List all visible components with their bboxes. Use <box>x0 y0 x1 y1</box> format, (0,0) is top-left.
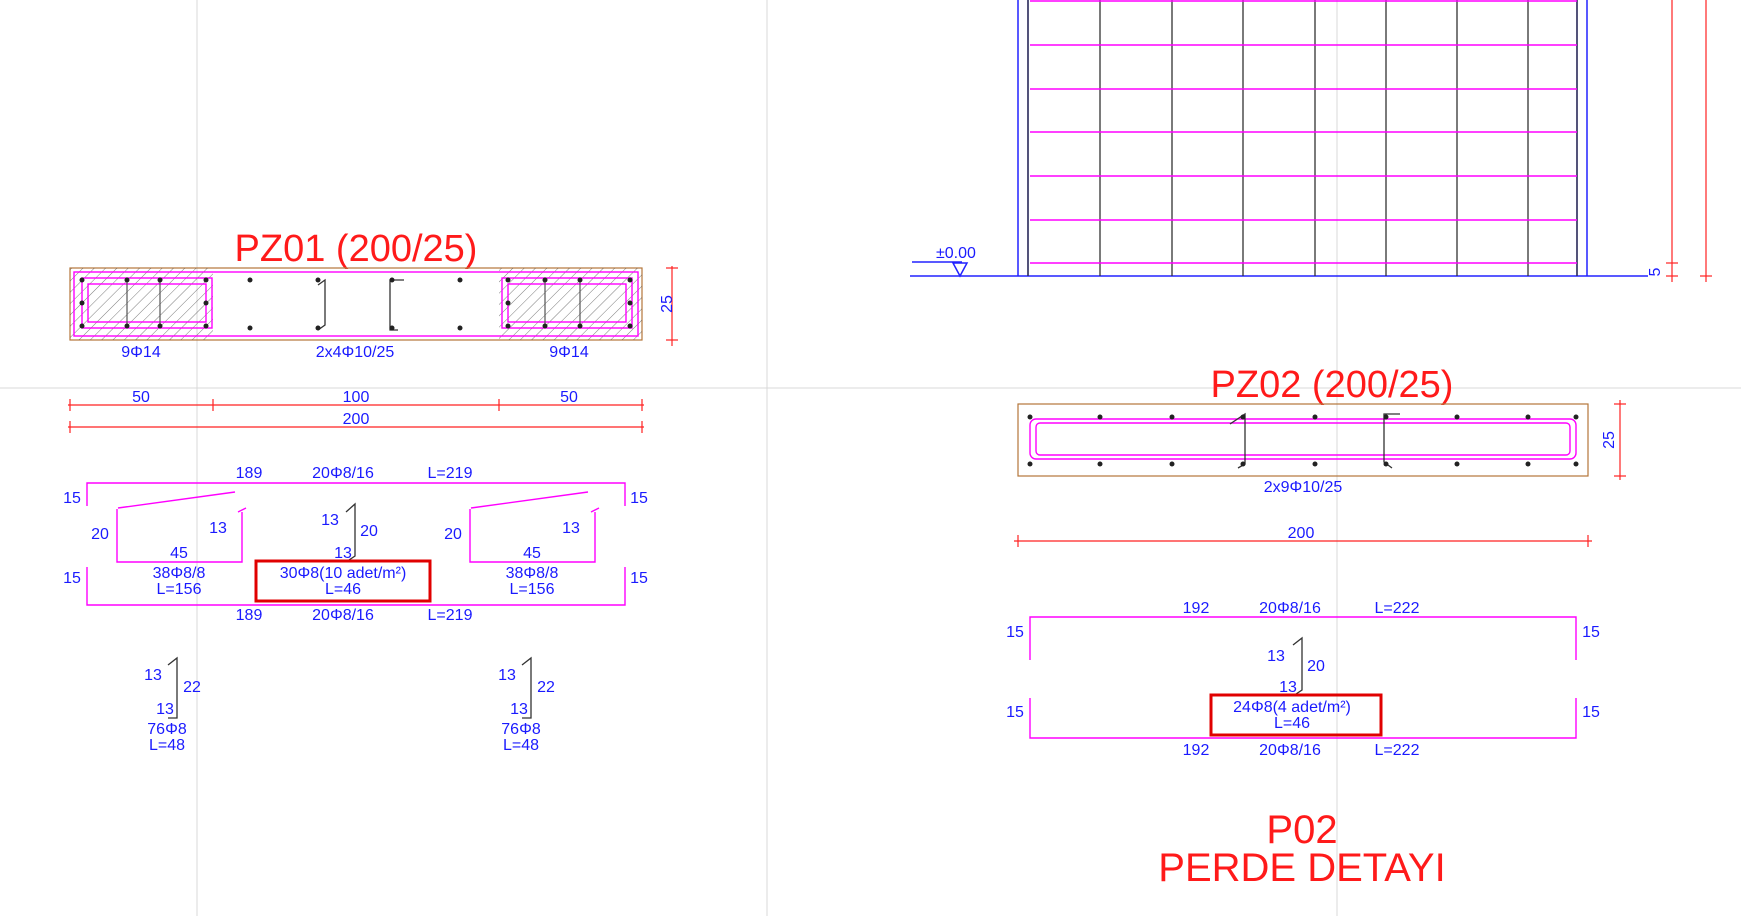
pz01-label-right: 9Φ14 <box>549 344 589 361</box>
pz01-main-hoop <box>73 271 639 337</box>
pz01-width-dims: 50 100 50 200 <box>68 389 644 433</box>
detail-title: P02 PERDE DETAYI <box>1158 808 1445 890</box>
svg-text:15: 15 <box>1582 704 1600 721</box>
pz01-label-mid: 2x4Φ10/25 <box>316 344 395 361</box>
svg-text:13: 13 <box>321 512 339 529</box>
svg-text:15: 15 <box>630 570 648 587</box>
svg-text:192: 192 <box>1183 600 1210 617</box>
svg-text:189: 189 <box>236 465 263 482</box>
svg-text:20Φ8/16: 20Φ8/16 <box>1259 742 1321 759</box>
svg-text:30Φ8(10 adet/m²): 30Φ8(10 adet/m²) <box>280 565 407 582</box>
svg-text:50: 50 <box>132 389 150 406</box>
detail-title-line1: P02 <box>1266 808 1337 852</box>
svg-text:189: 189 <box>236 607 263 624</box>
svg-text:45: 45 <box>523 545 541 562</box>
svg-text:15: 15 <box>63 570 81 587</box>
svg-text:200: 200 <box>343 411 370 428</box>
svg-text:20: 20 <box>360 523 378 540</box>
svg-text:13: 13 <box>334 545 352 562</box>
pz02-main-bar <box>1029 418 1577 460</box>
elevation-vertical-bars <box>1027 0 1578 276</box>
pz01-rebar-dots <box>79 277 633 331</box>
svg-text:15: 15 <box>1006 624 1024 641</box>
pz01-section: PZ01 (200/25) 9Φ14 2x4Φ10/ <box>63 228 678 754</box>
svg-text:25: 25 <box>659 295 676 313</box>
pz02-title: PZ02 (200/25) <box>1211 364 1454 406</box>
svg-text:15: 15 <box>63 490 81 507</box>
wall-elevation: 5 ±0.00 <box>910 0 1712 282</box>
pz01-title: PZ01 (200/25) <box>235 228 478 270</box>
svg-text:22: 22 <box>183 679 201 696</box>
pz01-bar-schedule: 189 20Φ8/16 L=219 189 20Φ8/16 L=219 15 1… <box>63 465 648 754</box>
svg-text:L=46: L=46 <box>1274 715 1310 732</box>
svg-text:76Φ8: 76Φ8 <box>501 721 541 738</box>
svg-text:L=222: L=222 <box>1375 600 1420 617</box>
pz02-bar-schedule: 192 20Φ8/16 L=222 192 20Φ8/16 L=222 15 1… <box>1006 600 1600 759</box>
svg-text:20: 20 <box>444 526 462 543</box>
svg-text:13: 13 <box>156 701 174 718</box>
pz01-label-left: 9Φ14 <box>121 344 161 361</box>
svg-text:13: 13 <box>1279 679 1297 696</box>
svg-text:200: 200 <box>1288 525 1315 542</box>
svg-text:15: 15 <box>630 490 648 507</box>
svg-text:100: 100 <box>343 389 370 406</box>
svg-text:L=219: L=219 <box>428 607 473 624</box>
svg-text:20: 20 <box>1307 658 1325 675</box>
svg-text:L=46: L=46 <box>325 581 361 598</box>
svg-text:38Φ8/8: 38Φ8/8 <box>153 565 206 582</box>
pz02-height-dim: 25 <box>1601 400 1626 480</box>
elevation-dim: 5 <box>1647 267 1664 276</box>
svg-text:15: 15 <box>1006 704 1024 721</box>
svg-text:L=219: L=219 <box>428 465 473 482</box>
svg-text:24Φ8(4 adet/m²): 24Φ8(4 adet/m²) <box>1233 699 1351 716</box>
pz01-tie-box <box>254 559 432 603</box>
svg-text:20Φ8/16: 20Φ8/16 <box>312 607 374 624</box>
svg-text:20Φ8/16: 20Φ8/16 <box>312 465 374 482</box>
svg-text:38Φ8/8: 38Φ8/8 <box>506 565 559 582</box>
svg-text:13: 13 <box>209 520 227 537</box>
level-label: ±0.00 <box>936 245 976 262</box>
elevation-horizontal-bars <box>1030 0 1577 264</box>
svg-text:15: 15 <box>1582 624 1600 641</box>
svg-text:20Φ8/16: 20Φ8/16 <box>1259 600 1321 617</box>
pz01-hatch-left <box>70 268 213 340</box>
pz02-label: 2x9Φ10/25 <box>1264 479 1343 496</box>
svg-text:25: 25 <box>1601 431 1618 449</box>
svg-text:L=156: L=156 <box>157 581 202 598</box>
pz01-height-dim: 25 <box>659 266 678 346</box>
pz02-section: PZ02 (200/25) 2x9Φ10/25 25 2 <box>1006 364 1626 759</box>
svg-text:L=48: L=48 <box>503 737 539 754</box>
svg-text:76Φ8: 76Φ8 <box>147 721 187 738</box>
svg-text:22: 22 <box>537 679 555 696</box>
svg-text:L=156: L=156 <box>510 581 555 598</box>
svg-text:13: 13 <box>144 667 162 684</box>
pz02-rebar-dots <box>1027 414 1579 467</box>
pz02-outline <box>1017 403 1589 477</box>
svg-text:L=222: L=222 <box>1375 742 1420 759</box>
detail-title-line2: PERDE DETAYI <box>1158 846 1445 890</box>
svg-text:20: 20 <box>91 526 109 543</box>
svg-text:45: 45 <box>170 545 188 562</box>
svg-text:L=48: L=48 <box>149 737 185 754</box>
svg-text:13: 13 <box>510 701 528 718</box>
pz02-tie-box <box>1209 693 1383 737</box>
pz01-hatch-right <box>499 268 642 340</box>
svg-text:13: 13 <box>1267 648 1285 665</box>
pz02-width-dim: 200 <box>1014 525 1592 547</box>
svg-text:192: 192 <box>1183 742 1210 759</box>
svg-text:13: 13 <box>498 667 516 684</box>
svg-text:50: 50 <box>560 389 578 406</box>
svg-text:13: 13 <box>562 520 580 537</box>
